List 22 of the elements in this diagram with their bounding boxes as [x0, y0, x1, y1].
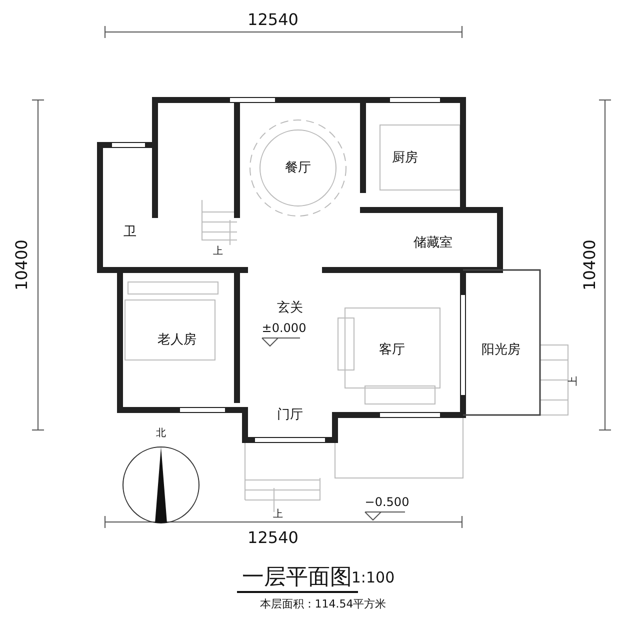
room-label: 餐厅 — [285, 162, 311, 174]
room-label: 储藏室 — [414, 236, 452, 250]
room-label: 客厅 — [379, 344, 405, 356]
level-text: ±0.000 — [262, 322, 306, 334]
area-text: 本层面积：114.54平方米 — [260, 598, 386, 610]
room-label: 厨房 — [392, 152, 418, 164]
room-label: 老人房 — [158, 334, 196, 346]
dimension-text: 10400 — [582, 240, 598, 290]
scale-text: 1:100 — [351, 570, 395, 586]
dimension-text: 12540 — [248, 12, 298, 28]
north-text: 北 — [156, 429, 166, 439]
room-label: 玄关 — [277, 302, 303, 314]
dimension-text: 12540 — [248, 530, 298, 546]
drawing-title: 一层平面图 — [242, 567, 352, 589]
room-label: 阳光房 — [482, 344, 520, 356]
room-label: 卫 — [124, 226, 136, 238]
stair-direction-text: 上 — [569, 376, 579, 386]
stair-direction-text: 上 — [273, 510, 283, 520]
level-text: −0.500 — [364, 496, 410, 508]
dimension-text: 10400 — [14, 240, 30, 290]
stair-direction-text: 上 — [213, 247, 223, 257]
room-label: 门厅 — [277, 408, 303, 422]
